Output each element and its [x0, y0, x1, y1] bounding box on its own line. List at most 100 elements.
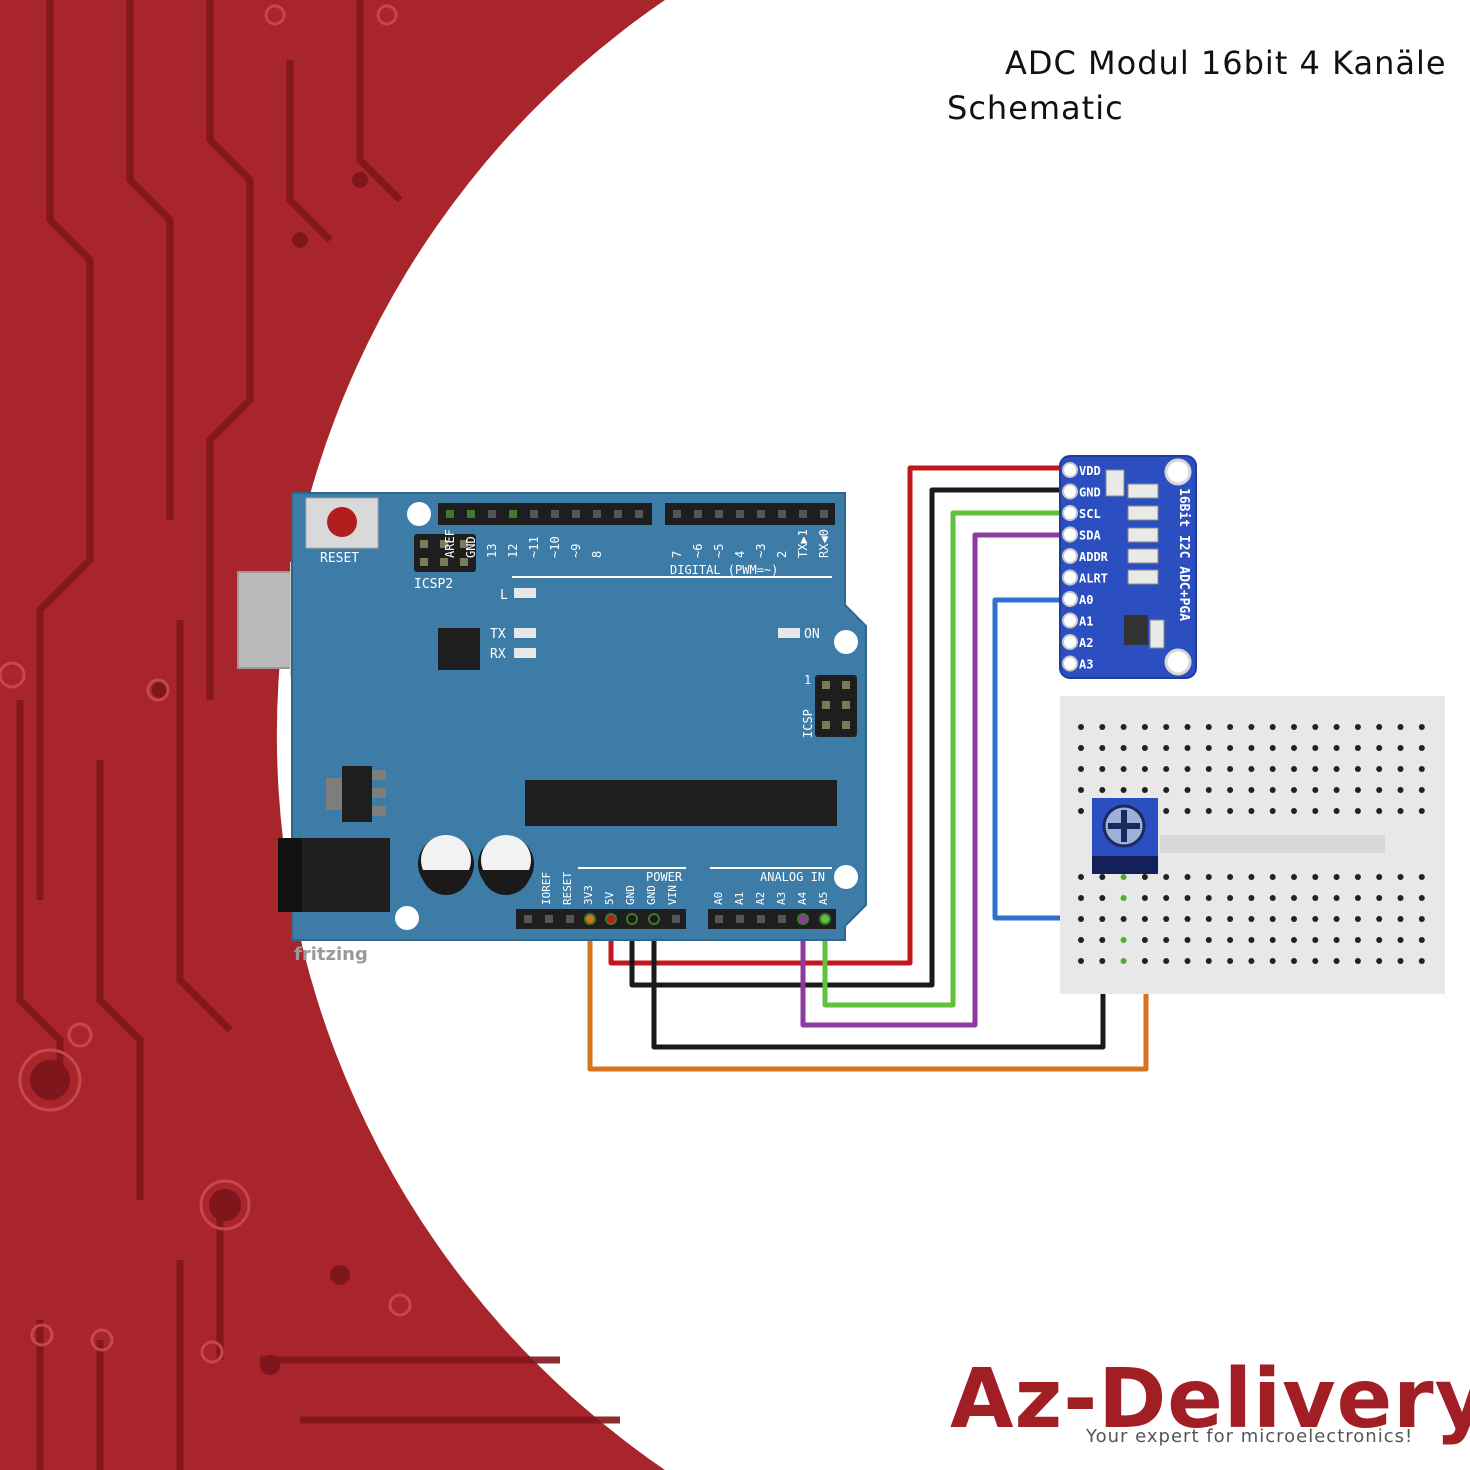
breadboard-hole — [1354, 874, 1361, 880]
digital-pin-label: 2 — [775, 551, 789, 558]
wire-blue-a0-pot — [992, 597, 1124, 921]
digital-pin-label: 13 — [485, 544, 499, 558]
breadboard-hole — [1248, 916, 1255, 922]
adc-pin-pad[interactable] — [1062, 569, 1078, 586]
adc-pin-pad[interactable] — [1062, 591, 1078, 607]
potentiometer[interactable] — [1092, 798, 1158, 874]
adc-side-label: 16Bit I2C ADC+PGA — [1176, 488, 1191, 621]
breadboard-hole — [1248, 787, 1255, 793]
power-pin-label: VIN — [666, 885, 679, 905]
ads1115-chip — [1124, 615, 1148, 645]
adc-pin-label: ADDR — [1079, 550, 1109, 564]
breadboard-hole — [1141, 958, 1148, 964]
breadboard-hole — [1163, 745, 1170, 751]
adc-pin-pad[interactable] — [1062, 548, 1078, 564]
capacitors — [418, 835, 534, 895]
brand-logo: Az-Delivery — [950, 1352, 1470, 1447]
breadboard-hole — [1141, 916, 1148, 922]
breadboard-hole — [1418, 766, 1425, 772]
breadboard-hole — [1354, 958, 1361, 964]
breadboard-hole — [1291, 895, 1297, 901]
breadboard-hole — [1184, 787, 1191, 793]
adc-pin-pad[interactable] — [1062, 462, 1078, 478]
breadboard-hole — [1269, 766, 1276, 772]
breadboard-hole — [1205, 958, 1212, 964]
breadboard-hole — [1078, 745, 1084, 751]
breadboard-hole — [1099, 937, 1106, 943]
adc-pin-label: GND — [1079, 486, 1101, 500]
breadboard-hole — [1418, 874, 1425, 880]
breadboard-hole — [1099, 874, 1106, 880]
wire-purple-a4-sda — [800, 532, 1064, 1028]
breadboard-hole — [1184, 766, 1191, 772]
breadboard-hole — [1312, 874, 1319, 880]
breadboard-hole — [1354, 766, 1361, 772]
breadboard-hole — [1141, 724, 1148, 730]
breadboard-hole — [1078, 937, 1084, 943]
breadboard-hole — [1269, 724, 1276, 730]
power-pin-label: GND — [645, 885, 658, 905]
breadboard-hole — [1333, 745, 1340, 751]
breadboard-hole — [1418, 808, 1425, 814]
adc-pin-pad[interactable] — [1062, 612, 1078, 629]
analog-pin-label: A4 — [796, 891, 809, 905]
breadboard-hole — [1120, 937, 1127, 943]
breadboard-hole — [1418, 937, 1425, 943]
breadboard-hole — [1120, 745, 1127, 751]
breadboard-hole — [1397, 937, 1404, 943]
breadboard-hole — [1205, 787, 1212, 793]
breadboard-hole — [1227, 958, 1234, 964]
breadboard-hole — [1099, 745, 1106, 751]
breadboard-hole — [1248, 766, 1255, 772]
brand-block: Az-Delivery Your expert for microelectro… — [950, 1352, 1470, 1452]
analog-label: ANALOG IN — [760, 870, 825, 884]
breadboard-hole — [1078, 808, 1084, 814]
adc-pin-pad[interactable] — [1062, 655, 1078, 672]
breadboard-hole — [1248, 958, 1255, 964]
digital-label: DIGITAL (PWM=~) — [670, 563, 778, 577]
breadboard-hole — [1227, 916, 1234, 922]
breadboard-hole — [1248, 724, 1255, 730]
digital-pin-label: ~6 — [691, 544, 705, 558]
page-title: ADC Modul 16bit 4 Kanäle — [1005, 44, 1447, 82]
breadboard-hole — [1354, 895, 1361, 901]
wires — [587, 465, 1149, 1072]
atmega-chip — [525, 780, 837, 826]
breadboard-hole — [1312, 787, 1319, 793]
digital-pin-label: TX▶1 — [796, 529, 810, 558]
digital-pin-label: ~10 — [548, 536, 562, 558]
breadboard-hole — [1312, 766, 1319, 772]
breadboard-hole — [1333, 766, 1340, 772]
adc-pin-label: SCL — [1079, 507, 1101, 521]
breadboard-hole — [1269, 916, 1276, 922]
led-tx-label: TX — [490, 627, 506, 642]
adc-pin-pad[interactable] — [1062, 505, 1078, 521]
breadboard-hole — [1333, 787, 1340, 793]
breadboard-hole — [1141, 895, 1148, 901]
breadboard-hole — [1376, 916, 1383, 922]
breadboard-hole — [1354, 787, 1361, 793]
wire-green-a5-scl — [822, 510, 1064, 1008]
led-l-label: L — [500, 588, 508, 603]
breadboard-hole — [1418, 745, 1425, 751]
breadboard-hole — [1099, 724, 1106, 730]
power-pin-label: GND — [624, 885, 637, 905]
breadboard-hole — [1291, 787, 1297, 793]
breadboard-hole — [1248, 874, 1255, 880]
breadboard-hole — [1291, 937, 1297, 943]
breadboard-hole — [1163, 958, 1170, 964]
breadboard-hole — [1163, 766, 1170, 772]
breadboard-hole — [1397, 766, 1404, 772]
breadboard-hole — [1333, 958, 1340, 964]
wire-red-5v-vdd — [608, 465, 1064, 966]
adc-pin-pad[interactable] — [1062, 483, 1078, 500]
breadboard-hole — [1141, 937, 1148, 943]
breadboard-hole — [1354, 745, 1361, 751]
adc-pin-label: A3 — [1079, 658, 1093, 672]
adc-pin-pad[interactable] — [1062, 634, 1078, 650]
adc-pin-pad[interactable] — [1062, 526, 1078, 543]
breadboard-hole — [1291, 958, 1297, 964]
breadboard-hole — [1205, 895, 1212, 901]
breadboard-hole — [1184, 724, 1191, 730]
